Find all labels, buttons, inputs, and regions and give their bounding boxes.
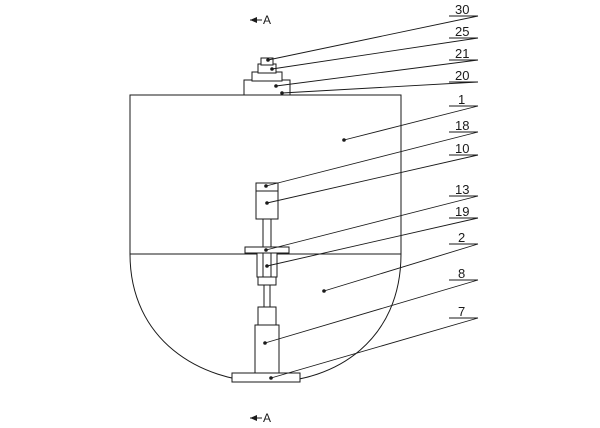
callout-label-7: 7 (458, 304, 465, 319)
callout-label-20: 20 (455, 68, 469, 83)
base-plate-7 (231, 372, 301, 383)
callout-leaders (263, 15, 479, 380)
callout-label-18: 18 (455, 118, 469, 133)
callout-label-21: 21 (455, 46, 469, 61)
top-30 (260, 57, 274, 66)
top-fitting (243, 57, 291, 96)
rod-lower (263, 284, 271, 308)
collar-lower (257, 276, 277, 286)
callout-label-2: 2 (458, 230, 465, 245)
callout-label-8: 8 (458, 266, 465, 281)
section-mark-top: A (250, 13, 271, 27)
section-mark-bottom-label: A (263, 411, 271, 425)
inner-assembly (231, 182, 301, 383)
callout-label-19: 19 (455, 204, 469, 219)
column-8-upper (257, 306, 277, 326)
column-8 (254, 324, 280, 374)
callout-label-13: 13 (455, 182, 469, 197)
callout-label-30: 30 (455, 2, 469, 17)
cylinder-10 (255, 190, 279, 220)
rod-upper (262, 218, 272, 248)
section-mark-bottom: A (250, 411, 271, 425)
callout-label-25: 25 (455, 24, 469, 39)
callout-label-1: 1 (458, 92, 465, 107)
callout-labels: 30 25 21 20 1 18 10 13 19 2 8 7 (455, 2, 469, 319)
section-mark-top-label: A (263, 13, 271, 27)
callout-label-10: 10 (455, 141, 469, 156)
